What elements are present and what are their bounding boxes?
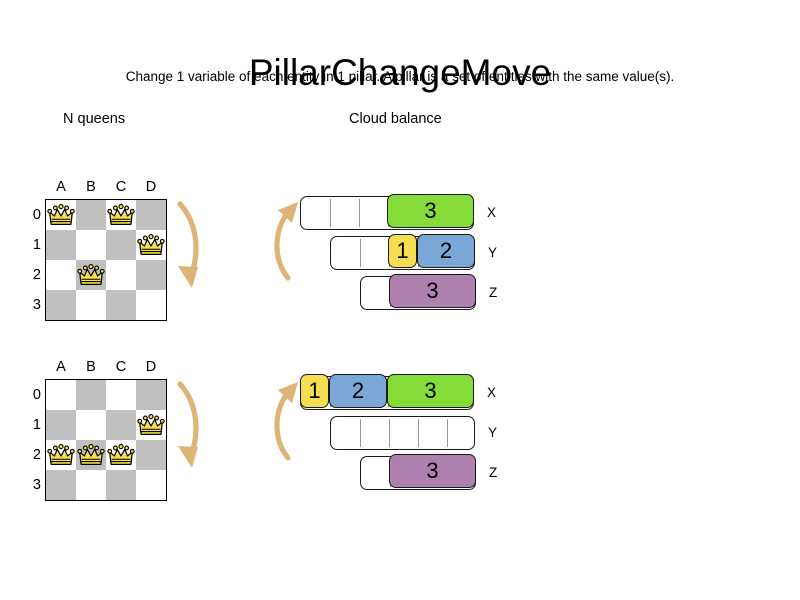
board-cell[interactable] (106, 200, 136, 230)
board-column-label: D (145, 179, 157, 195)
board-cell[interactable] (46, 230, 76, 260)
board-cell[interactable] (136, 230, 166, 260)
cloud-gridline (360, 419, 361, 447)
board-column-label: D (145, 359, 157, 375)
cloud-process-segment[interactable]: 3 (389, 274, 476, 309)
board-row-label: 3 (32, 477, 41, 493)
board-cell[interactable] (106, 410, 136, 440)
board-cell[interactable] (136, 290, 166, 320)
cloud-process-segment[interactable]: 3 (387, 374, 474, 409)
board-cell[interactable] (46, 470, 76, 500)
board-cell[interactable] (46, 290, 76, 320)
cloud-computer-label: Y (488, 425, 498, 440)
board-cell[interactable] (46, 410, 76, 440)
board-row-label: 0 (32, 207, 41, 223)
board-cell[interactable] (76, 260, 106, 290)
board-cell[interactable] (76, 380, 106, 410)
cloud-process-segment[interactable]: 2 (417, 234, 475, 269)
nqueens-board-before: A B C D 0 1 2 3 (33, 179, 167, 321)
board-row-label: 2 (32, 267, 41, 283)
board-cell[interactable] (76, 440, 106, 470)
board-cell[interactable] (46, 440, 76, 470)
section-label-cloud: Cloud balance (349, 111, 442, 127)
cloud-gridline (389, 419, 390, 447)
board-cell[interactable] (76, 290, 106, 320)
section-label-nqueens: N queens (63, 111, 126, 127)
curved-arrow-up-icon (268, 376, 308, 471)
cloud-computer-label: Z (489, 465, 498, 480)
board-row-label: 3 (32, 297, 41, 313)
curved-arrow-down-icon (168, 376, 208, 476)
cloud-process-segment[interactable]: 1 (388, 234, 417, 269)
board-cell[interactable] (106, 380, 136, 410)
board-cell[interactable] (106, 470, 136, 500)
board-cell[interactable] (136, 260, 166, 290)
board-cell[interactable] (136, 200, 166, 230)
board-row-label: 1 (32, 417, 41, 433)
cloud-computer-label: Z (489, 285, 498, 300)
board-row-label: 2 (32, 447, 41, 463)
board-cell[interactable] (46, 380, 76, 410)
cloud-gridline (447, 419, 448, 447)
cloud-process-segment[interactable]: 1 (300, 374, 329, 409)
board-cell[interactable] (136, 470, 166, 500)
board-cell[interactable] (76, 200, 106, 230)
board-column-label: A (56, 359, 66, 375)
board-column-label: C (115, 179, 127, 195)
cloud-capacity-bar[interactable] (330, 416, 475, 450)
page-subtitle: Change 1 variable of each entity in 1 pi… (125, 69, 675, 84)
cloud-computer-label: X (487, 385, 497, 400)
board-cell[interactable] (46, 200, 76, 230)
board-cell[interactable] (106, 260, 136, 290)
board-cell[interactable] (106, 440, 136, 470)
board-row-label: 1 (32, 237, 41, 253)
curved-arrow-up-icon (268, 196, 308, 291)
chessboard: A B C D 0 1 2 3 (33, 359, 167, 501)
board-column-label: B (86, 179, 96, 195)
board-cell[interactable] (76, 410, 106, 440)
cloud-gridline (359, 199, 360, 227)
cloud-gridline (360, 239, 361, 267)
board-cell[interactable] (136, 440, 166, 470)
chessboard: A B C D 0 1 2 3 (33, 179, 167, 321)
nqueens-board-after: A B C D 0 1 2 3 (33, 359, 167, 501)
cloud-process-segment[interactable]: 3 (387, 194, 474, 229)
curved-arrow-down-icon (168, 196, 208, 296)
board-cell[interactable] (136, 380, 166, 410)
page-title: PillarChangeMove (248, 51, 552, 93)
board-cell[interactable] (136, 410, 166, 440)
board-row-label: 0 (32, 387, 41, 403)
board-cell[interactable] (76, 230, 106, 260)
board-column-label: C (115, 359, 127, 375)
board-cell[interactable] (106, 290, 136, 320)
board-column-label: B (86, 359, 96, 375)
board-cell[interactable] (46, 260, 76, 290)
cloud-computer-label: X (487, 205, 497, 220)
cloud-computer-label: Y (488, 245, 498, 260)
board-cell[interactable] (76, 470, 106, 500)
cloud-gridline (418, 419, 419, 447)
board-column-label: A (56, 179, 66, 195)
cloud-process-segment[interactable]: 3 (389, 454, 476, 489)
board-cell[interactable] (106, 230, 136, 260)
cloud-gridline (330, 199, 331, 227)
cloud-process-segment[interactable]: 2 (329, 374, 387, 409)
